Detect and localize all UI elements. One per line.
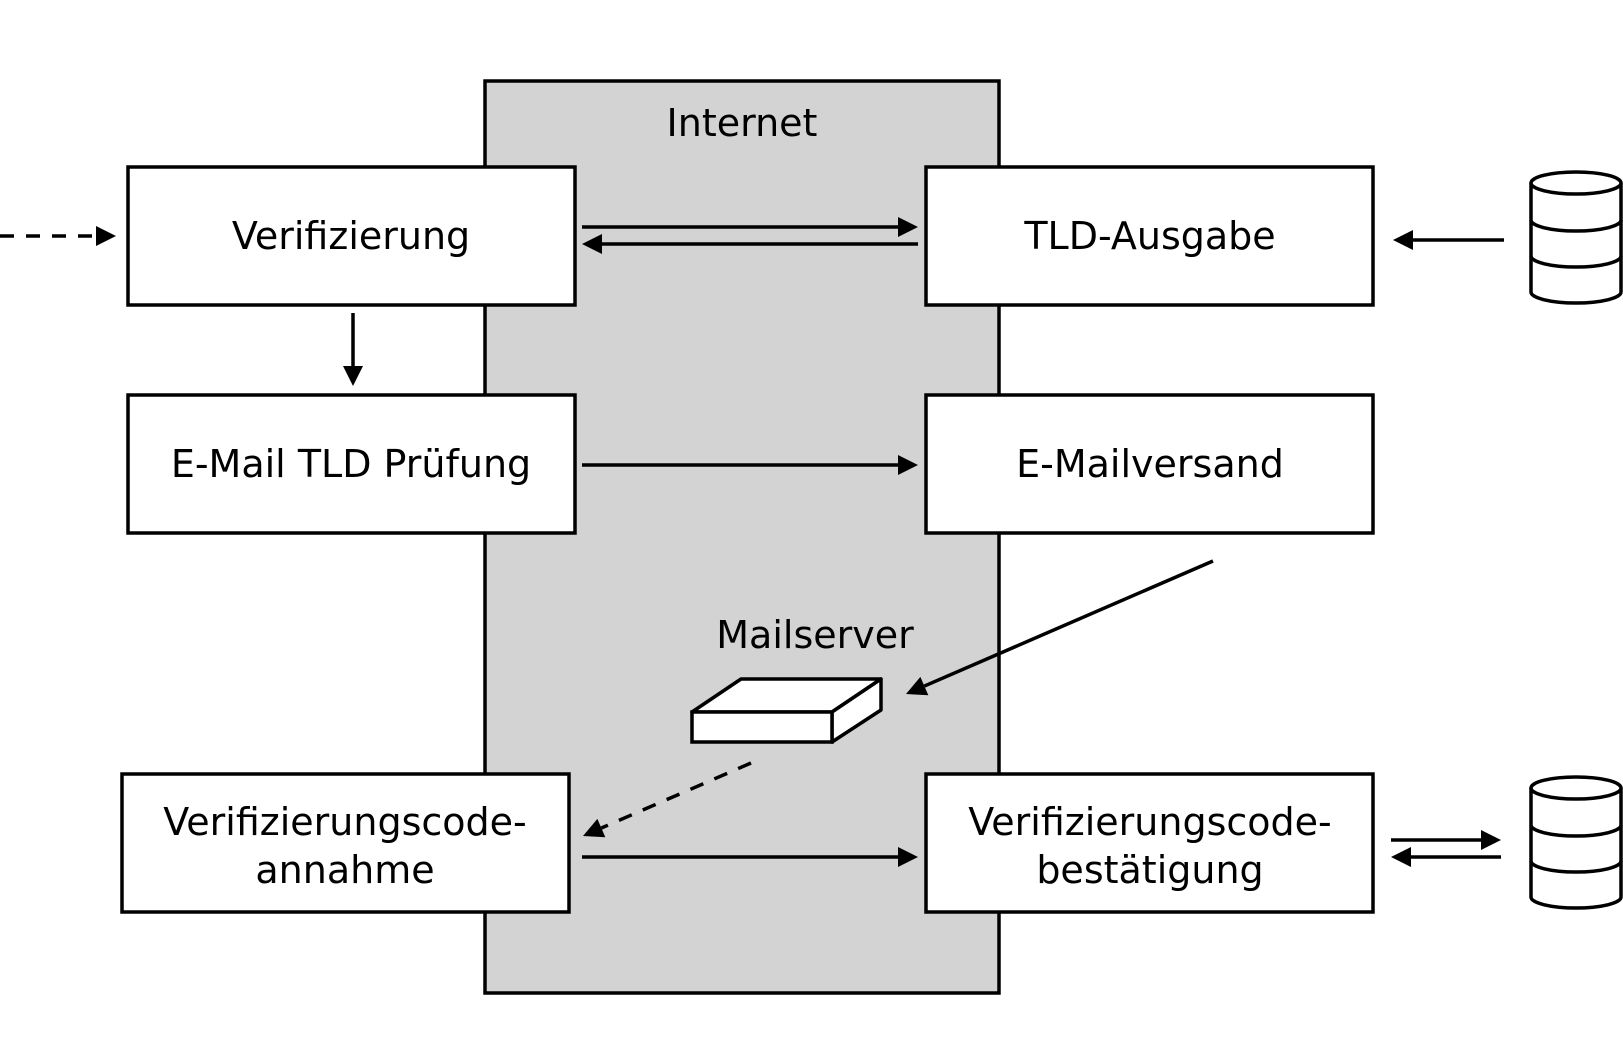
node-code-annahme-line-2: annahme bbox=[255, 848, 434, 892]
database-icon bbox=[1529, 170, 1623, 305]
arrow-tld-ausgabe-to-verifizierung bbox=[582, 234, 918, 254]
arrow-verifizierung-to-tld-ausgabe bbox=[582, 217, 918, 237]
node-email-tld-pruefung-label: E-Mail TLD Prüfung bbox=[171, 442, 531, 486]
edges-layer bbox=[0, 217, 1504, 867]
arrow-db-to-tld-ausgabe bbox=[1393, 230, 1504, 250]
mailserver-label: Mailserver bbox=[716, 613, 914, 657]
node-code-bestaetigung-line-2: bestätigung bbox=[1036, 848, 1263, 892]
node-mailversand-label: E-Mailversand bbox=[1016, 442, 1284, 486]
node-email-tld-pruefung: E-Mail TLD Prüfung bbox=[126, 393, 577, 535]
database-icon bbox=[1529, 775, 1623, 910]
node-verifizierung-label: Verifizierung bbox=[232, 214, 470, 258]
node-tld-ausgabe: TLD-Ausgabe bbox=[924, 165, 1375, 307]
internet-label: Internet bbox=[667, 101, 818, 145]
node-mailversand: E-Mailversand bbox=[924, 393, 1375, 535]
server-icon bbox=[690, 677, 883, 744]
node-verifizierung: Verifizierung bbox=[126, 165, 577, 307]
arrow-verifizierung-to-pruefung bbox=[343, 313, 363, 386]
arrow-bestaetigung-to-db bbox=[1391, 830, 1501, 850]
arrow-db-to-bestaetigung bbox=[1391, 847, 1501, 867]
arrow-mailversand-to-mailserver bbox=[906, 559, 1214, 696]
node-tld-ausgabe-label: TLD-Ausgabe bbox=[1023, 214, 1275, 258]
node-code-annahme-line-1: Verifizierungscode- bbox=[163, 800, 527, 844]
node-code-bestaetigung: Verifizierungscode- bestätigung bbox=[924, 772, 1375, 914]
arrow-pruefung-to-mailversand bbox=[582, 455, 918, 475]
arrow-annahme-to-bestaetigung bbox=[582, 847, 918, 867]
arrow-mailserver-to-code-annahme bbox=[583, 761, 752, 838]
node-code-bestaetigung-line-1: Verifizierungscode- bbox=[968, 800, 1332, 844]
arrow-input-to-verifizierung bbox=[0, 226, 116, 246]
node-code-annahme: Verifizierungscode- annahme bbox=[120, 772, 571, 914]
